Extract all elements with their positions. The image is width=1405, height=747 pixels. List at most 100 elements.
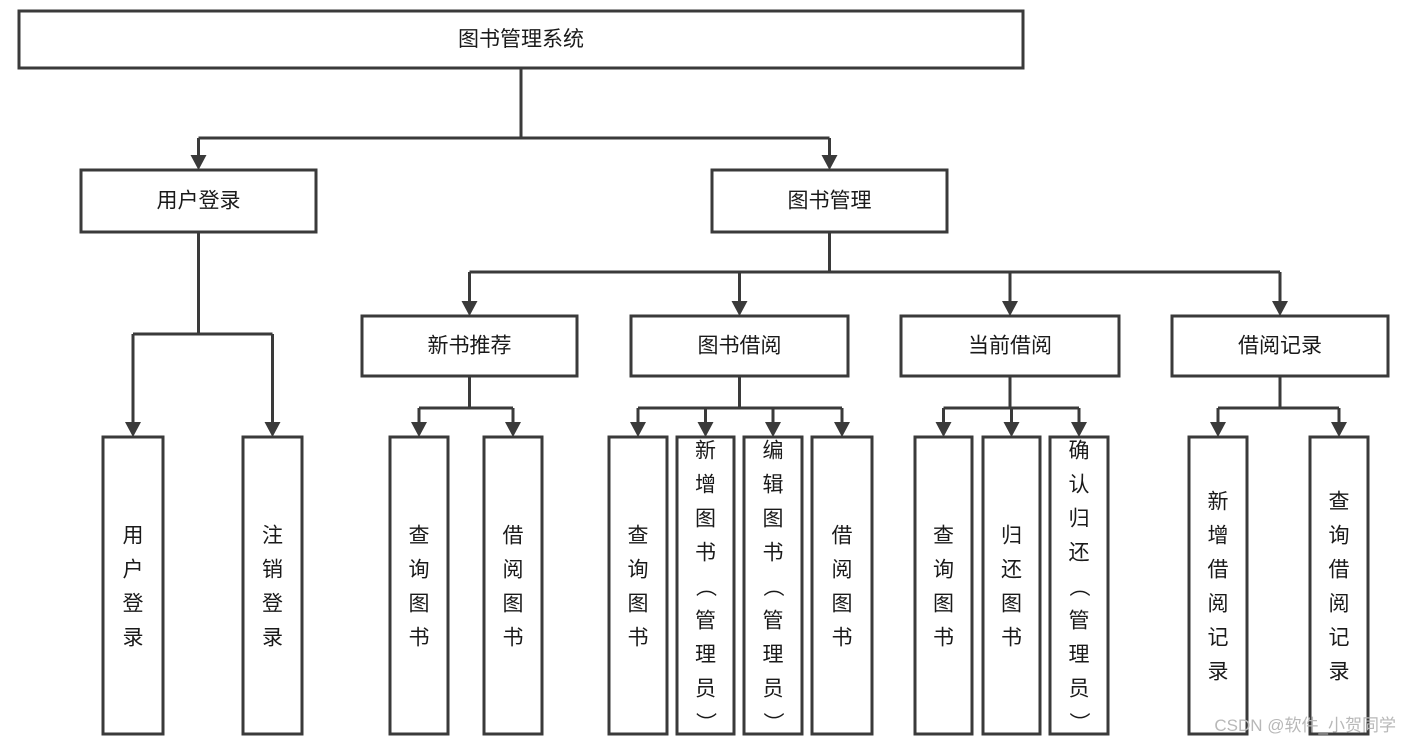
glyph: 录 — [262, 627, 283, 650]
glyph: 借 — [1329, 559, 1350, 582]
arrow-to-leaf-user-login-arrowhead — [125, 422, 141, 437]
arrow-to-leaf-edit-book-arrowhead — [765, 422, 781, 437]
glyph: ） — [761, 712, 784, 733]
glyph: 员 — [763, 678, 784, 701]
node-box-leaf-borrow-book-2[interactable] — [810, 435, 874, 736]
glyph: 书 — [832, 627, 853, 650]
node-label-new-book-recommend: 新书推荐 — [428, 335, 512, 358]
node-box-leaf-user-login[interactable] — [101, 435, 165, 736]
glyph: 销 — [262, 559, 283, 582]
glyph: 录 — [1208, 661, 1229, 684]
arrow-to-leaf-query-book-1-arrowhead — [411, 422, 427, 437]
glyph: 图 — [832, 593, 853, 616]
glyph: 增 — [1208, 525, 1229, 548]
glyph: 认 — [1069, 474, 1090, 497]
arrow-to-leaf-confirm-return-arrowhead — [1071, 422, 1087, 437]
node-box-leaf-confirm-return[interactable] — [1048, 435, 1110, 736]
node-label-book-management: 图书管理 — [788, 190, 872, 213]
node-box-leaf-borrow-book-1[interactable] — [482, 435, 544, 736]
glyph: 记 — [1208, 627, 1229, 650]
watermark: CSDN @软件_小贺同学 — [1214, 716, 1396, 735]
glyph: 户 — [123, 559, 144, 582]
arrow-to-book-borrow-arrowhead — [731, 301, 748, 316]
glyph: 员 — [695, 678, 716, 701]
glyph: 编 — [763, 440, 784, 463]
arrow-to-leaf-add-record-arrowhead — [1210, 422, 1226, 437]
glyph: ） — [694, 712, 717, 733]
glyph: 查 — [409, 525, 430, 548]
glyph: 录 — [1329, 661, 1350, 684]
glyph: 图 — [1001, 593, 1022, 616]
glyph: 理 — [695, 644, 716, 667]
node-box-user-login[interactable] — [79, 168, 318, 234]
glyph: 图 — [695, 508, 716, 531]
glyph: 理 — [1069, 644, 1090, 667]
node-label-borrow-record: 借阅记录 — [1238, 335, 1322, 358]
node-box-book-management[interactable] — [710, 168, 949, 234]
glyph: 确 — [1069, 440, 1090, 463]
arrow-to-leaf-return-book-arrowhead — [1003, 422, 1020, 437]
glyph: 阅 — [1208, 593, 1229, 616]
node-label-user-login: 用户登录 — [157, 190, 241, 213]
glyph: 图 — [763, 508, 784, 531]
glyph: （ — [761, 576, 784, 597]
node-box-leaf-edit-book[interactable] — [742, 435, 804, 736]
node-label-current-borrow: 当前借阅 — [968, 335, 1052, 358]
glyph: 询 — [628, 559, 649, 582]
glyph: 借 — [503, 525, 524, 548]
glyph: 注 — [262, 525, 283, 548]
glyph: 归 — [1069, 508, 1090, 531]
node-box-leaf-query-record[interactable] — [1308, 435, 1370, 736]
arrow-to-leaf-borrow-book-2-arrowhead — [834, 422, 850, 437]
glyph: 借 — [832, 525, 853, 548]
node-box-leaf-return-book[interactable] — [981, 435, 1042, 736]
glyph: 归 — [1001, 525, 1022, 548]
glyph: 登 — [262, 593, 283, 616]
glyph: 书 — [933, 627, 954, 650]
node-label-leaf-user-login: 用户登录 — [123, 525, 144, 650]
glyph: 书 — [763, 542, 784, 565]
node-box-leaf-logout-login[interactable] — [241, 435, 304, 736]
node-box-borrow-record[interactable] — [1170, 314, 1390, 378]
glyph: 书 — [503, 627, 524, 650]
glyph: 阅 — [1329, 593, 1350, 616]
glyph: （ — [1067, 576, 1090, 597]
arrow-to-borrow-record-arrowhead — [1272, 301, 1288, 316]
glyph: 理 — [763, 644, 784, 667]
glyph: 辑 — [763, 474, 784, 497]
glyph: 借 — [1208, 559, 1229, 582]
arrow-to-current-borrow-arrowhead — [1002, 301, 1018, 316]
node-box-leaf-query-book-2[interactable] — [607, 435, 669, 736]
glyph: 阅 — [832, 559, 853, 582]
arrow-to-book-management-arrowhead — [821, 155, 838, 170]
glyph: 阅 — [503, 559, 524, 582]
node-box-root[interactable] — [17, 9, 1025, 70]
node-label-root: 图书管理系统 — [458, 28, 584, 51]
node-box-leaf-query-book-3[interactable] — [913, 435, 974, 736]
glyph: 询 — [1329, 525, 1350, 548]
arrow-to-leaf-query-record-arrowhead — [1331, 422, 1347, 437]
node-box-leaf-add-record[interactable] — [1187, 435, 1249, 736]
glyph: 图 — [933, 593, 954, 616]
arrow-to-leaf-query-book-3-arrowhead — [935, 422, 952, 437]
arrow-to-leaf-borrow-book-1-arrowhead — [505, 422, 521, 437]
glyph: 图 — [628, 593, 649, 616]
glyph: 还 — [1001, 559, 1022, 582]
glyph: 图 — [503, 593, 524, 616]
glyph: 管 — [1069, 610, 1090, 633]
glyph: 图 — [409, 593, 430, 616]
glyph: 书 — [628, 627, 649, 650]
node-box-leaf-query-book-1[interactable] — [388, 435, 450, 736]
glyph: 书 — [695, 542, 716, 565]
node-box-leaf-add-book[interactable] — [675, 435, 736, 736]
arrow-to-new-book-recommend-arrowhead — [461, 301, 478, 316]
node-label-book-borrow: 图书借阅 — [698, 335, 782, 358]
